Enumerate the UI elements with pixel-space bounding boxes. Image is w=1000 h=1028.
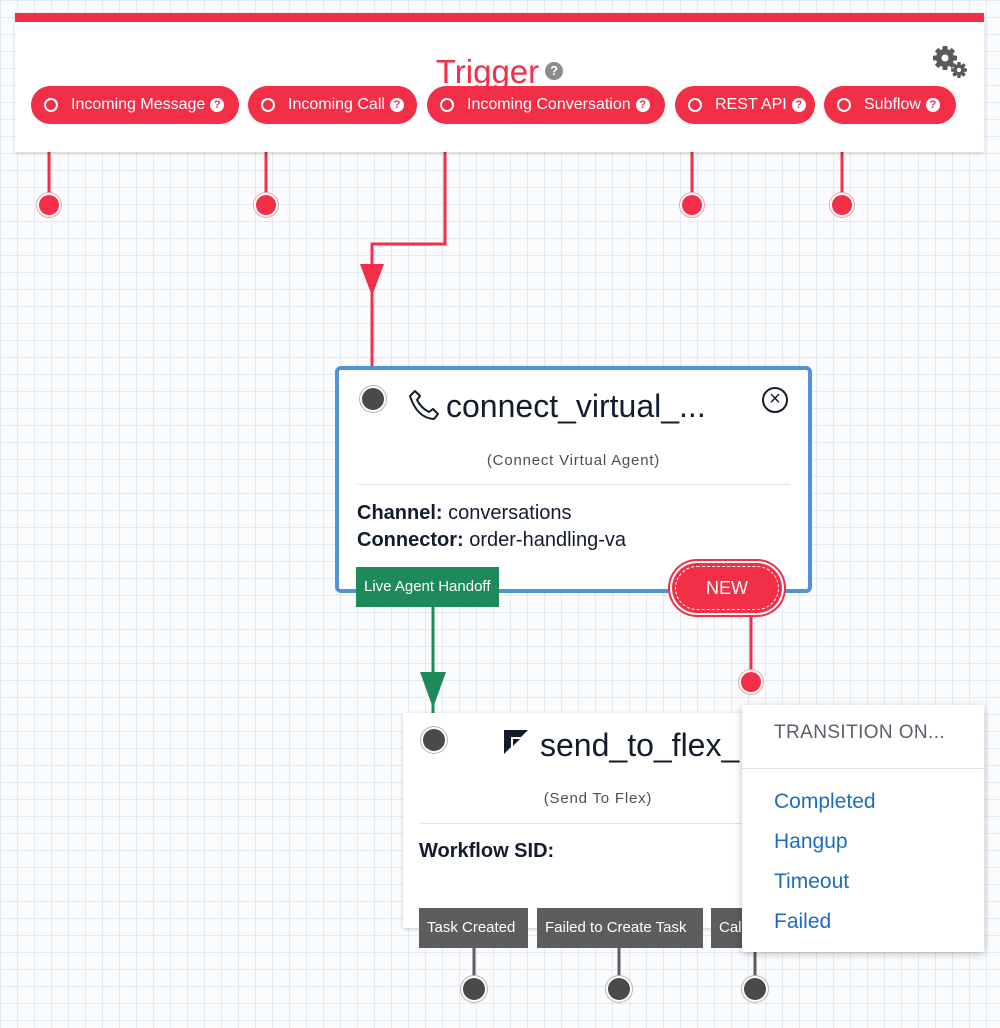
connection-handle[interactable] — [682, 195, 702, 215]
help-icon[interactable]: ? — [925, 98, 940, 112]
trigger-title: Trigger? — [15, 52, 984, 92]
new-transition-button[interactable]: NEW — [672, 563, 782, 613]
menu-item-completed[interactable]: Completed — [774, 790, 876, 813]
help-icon[interactable]: ? — [635, 98, 650, 112]
trigger-incoming-conversation[interactable]: Incoming Conversation? — [427, 86, 665, 124]
connection-handle[interactable] — [256, 195, 276, 215]
radio-icon — [440, 98, 454, 112]
widget-subtitle: (Send To Flex) — [543, 790, 653, 807]
input-handle[interactable] — [423, 729, 445, 751]
help-icon[interactable]: ? — [210, 98, 225, 112]
trigger-widget[interactable]: Trigger? — [15, 13, 984, 152]
connection-handle[interactable] — [741, 672, 761, 692]
gears-icon[interactable] — [932, 44, 968, 80]
transition-failed-to-create-task[interactable]: Failed to Create Task — [537, 908, 703, 948]
menu-item-timeout[interactable]: Timeout — [774, 870, 850, 893]
radio-icon — [688, 98, 702, 112]
menu-item-hangup[interactable]: Hangup — [774, 830, 848, 853]
radio-icon — [837, 98, 851, 112]
input-handle[interactable] — [362, 388, 384, 410]
property-workflow-sid: Workflow SID: — [419, 840, 555, 862]
trigger-rest-api[interactable]: REST API? — [675, 86, 815, 124]
close-icon[interactable]: × — [762, 387, 788, 413]
property-channel: Channel: conversations — [357, 502, 572, 524]
transition-menu: TRANSITION ON... Completed Hangup Timeou… — [742, 705, 984, 952]
widget-subtitle: (Connect Virtual Agent) — [486, 452, 661, 469]
transition-live-agent-handoff[interactable]: Live Agent Handoff — [356, 567, 499, 607]
connection-handle[interactable] — [744, 978, 766, 1000]
widget-send-to-flex[interactable]: send_to_flex_ (Send To Flex) Workflow SI… — [403, 713, 793, 928]
trigger-incoming-message[interactable]: Incoming Message? — [31, 86, 239, 124]
menu-item-failed[interactable]: Failed — [774, 910, 832, 933]
flex-logo-icon — [504, 730, 528, 754]
radio-icon — [261, 98, 275, 112]
widget-connect-virtual-agent[interactable]: connect_virtual_... × (Connect Virtual A… — [335, 366, 812, 593]
help-icon[interactable]: ? — [389, 98, 404, 112]
help-icon[interactable]: ? — [791, 98, 806, 112]
connection-handle[interactable] — [463, 978, 485, 1000]
widget-title: send_to_flex_ — [540, 727, 740, 763]
property-connector: Connector: order-handling-va — [357, 529, 626, 551]
transition-task-created[interactable]: Task Created — [419, 908, 528, 948]
phone-icon — [409, 390, 439, 420]
connection-handle[interactable] — [608, 978, 630, 1000]
divider — [357, 484, 790, 485]
radio-icon — [44, 98, 58, 112]
connection-handle[interactable] — [832, 195, 852, 215]
divider — [742, 768, 984, 769]
help-icon[interactable]: ? — [545, 62, 564, 81]
trigger-subflow[interactable]: Subflow? — [824, 86, 956, 124]
trigger-incoming-call[interactable]: Incoming Call? — [248, 86, 417, 124]
widget-title: connect_virtual_... — [446, 388, 706, 424]
divider — [419, 823, 793, 824]
connection-handle[interactable] — [39, 195, 59, 215]
menu-header: TRANSITION ON... — [774, 722, 946, 743]
